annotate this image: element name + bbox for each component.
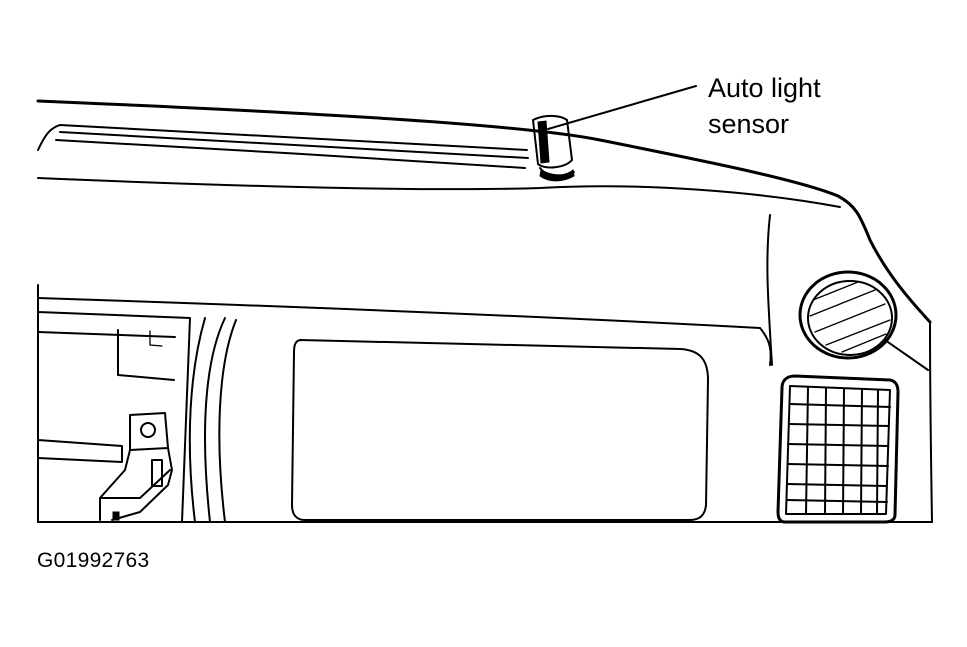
- dash-panel: [37, 214, 933, 523]
- auto-light-sensor: [532, 114, 575, 182]
- left-compartment: [37, 311, 191, 523]
- auto-light-sensor-label: Auto light sensor: [708, 70, 821, 142]
- figure-id: G01992763: [37, 549, 150, 572]
- grille-air-vent: [776, 374, 900, 524]
- callout-leader-line: [547, 85, 697, 130]
- round-air-vent: [798, 270, 929, 371]
- callout-line-1: Auto light: [708, 73, 821, 103]
- callout-line-2: sensor: [708, 109, 790, 139]
- dash-top-edge: [36, 99, 932, 324]
